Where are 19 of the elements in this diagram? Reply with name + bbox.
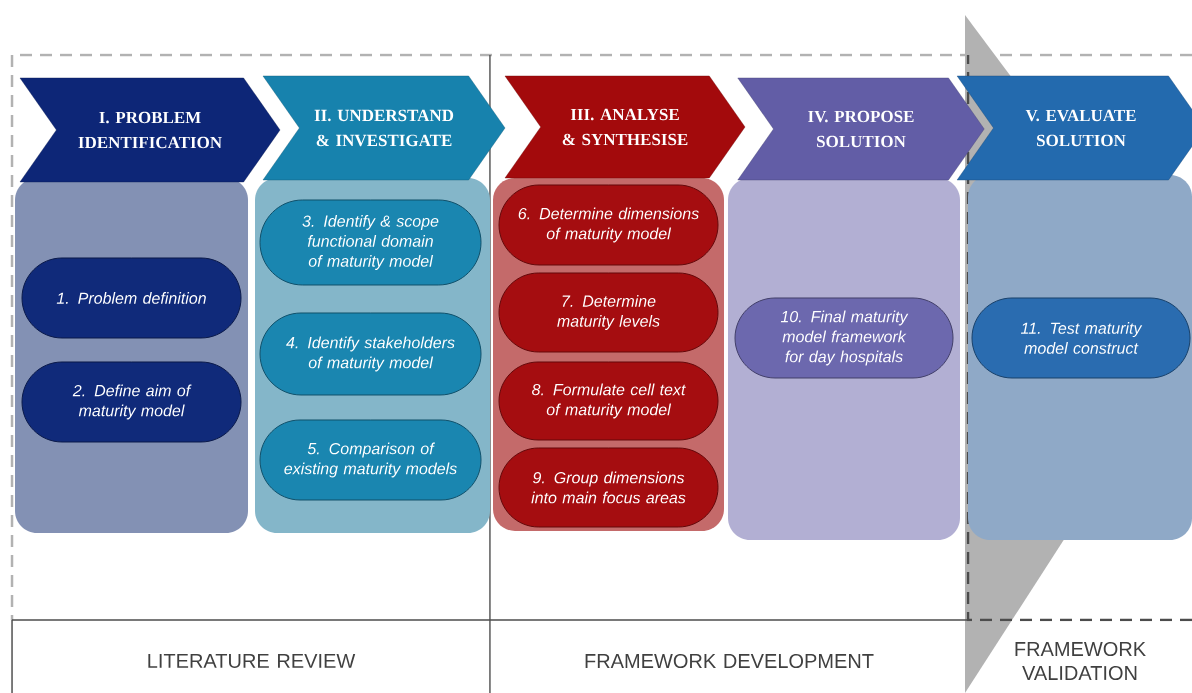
section-label: FRAMEWORK DEVELOPMENT bbox=[585, 653, 874, 669]
step-pill: 6. Determine dimensions of maturity model bbox=[498, 184, 719, 266]
step-pill: 3. Identify & scope functional domain of maturity model bbox=[259, 199, 482, 286]
phase-heading-banner: IV. PROPOSE SOLUTION bbox=[737, 77, 985, 181]
phase-heading-banner: V. EVALUATE SOLUTION bbox=[956, 75, 1192, 181]
step-pill: 7. Determine maturity levels bbox=[498, 272, 719, 353]
phase-heading-banner: I. PROBLEM IDENTIFICATION bbox=[19, 77, 281, 183]
step-pill: 10. Final maturity model framework for day hospitals bbox=[734, 297, 954, 379]
phase-heading-banner: II. UNDERSTAND & INVESTIGATE bbox=[262, 75, 506, 181]
step-pill: 4. Identify stakeholders of maturity model bbox=[259, 312, 482, 396]
section-label: FRAMEWORK VALIDATION bbox=[1015, 641, 1146, 681]
step-pill: 1. Problem definition bbox=[21, 257, 242, 339]
section-label: LITERATURE REVIEW bbox=[148, 654, 356, 668]
phase-heading-banner: III. ANALYSE & SYNTHESISE bbox=[504, 75, 746, 179]
step-pill: 8. Formulate cell text of maturity model bbox=[498, 361, 719, 441]
step-pill: 9. Group dimensions into main focus areas bbox=[498, 447, 719, 528]
step-pill: 2. Define aim of maturity model bbox=[21, 361, 242, 443]
step-pill: 11. Test maturity model construct bbox=[971, 297, 1191, 379]
step-pill: 5. Comparison of existing maturity models bbox=[259, 419, 482, 501]
